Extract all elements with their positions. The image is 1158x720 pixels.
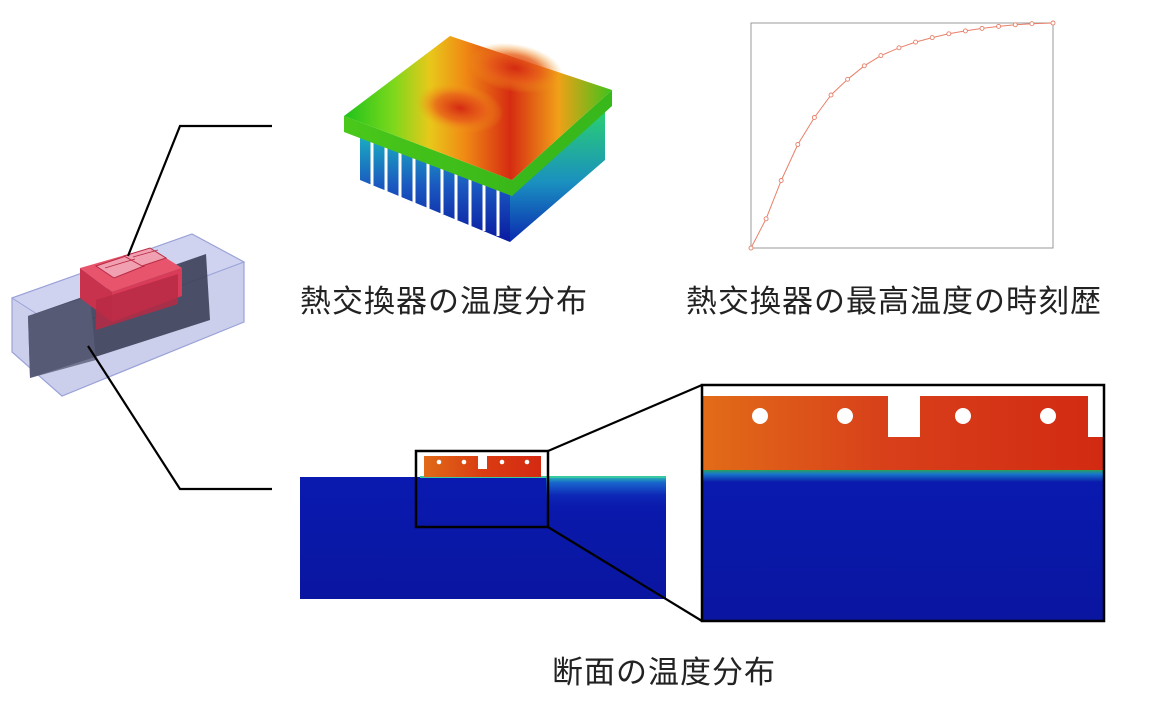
history-point <box>979 25 985 31</box>
history-point <box>811 115 817 120</box>
history-point <box>896 45 902 51</box>
history-point <box>845 76 851 82</box>
history-point <box>748 245 754 251</box>
zoomed-section <box>700 383 1106 623</box>
history-point <box>996 23 1002 29</box>
history-point <box>946 31 952 37</box>
history-point <box>878 53 884 59</box>
history-point <box>962 28 968 34</box>
history-point <box>1012 22 1018 28</box>
history-point <box>778 178 784 183</box>
heat-exchanger-render <box>344 36 612 242</box>
history-point <box>1029 21 1035 27</box>
caption-heat-exchanger-temperature: 熱交換器の温度分布 <box>300 284 588 320</box>
caption-max-temperature-history: 熱交換器の最高温度の時刻歴 <box>686 284 1102 320</box>
history-point <box>795 142 801 147</box>
history-point <box>828 92 834 98</box>
model-3d <box>10 233 246 397</box>
caption-cross-section-temperature: 断面の温度分布 <box>552 655 776 691</box>
cross-section <box>300 383 703 622</box>
history-chart <box>748 20 1056 251</box>
history-point <box>763 216 769 222</box>
history-points <box>748 20 1056 251</box>
history-point <box>1050 20 1056 26</box>
history-point <box>913 39 919 45</box>
history-point <box>929 35 935 41</box>
history-point <box>861 63 867 69</box>
connector-lines <box>87 124 272 491</box>
